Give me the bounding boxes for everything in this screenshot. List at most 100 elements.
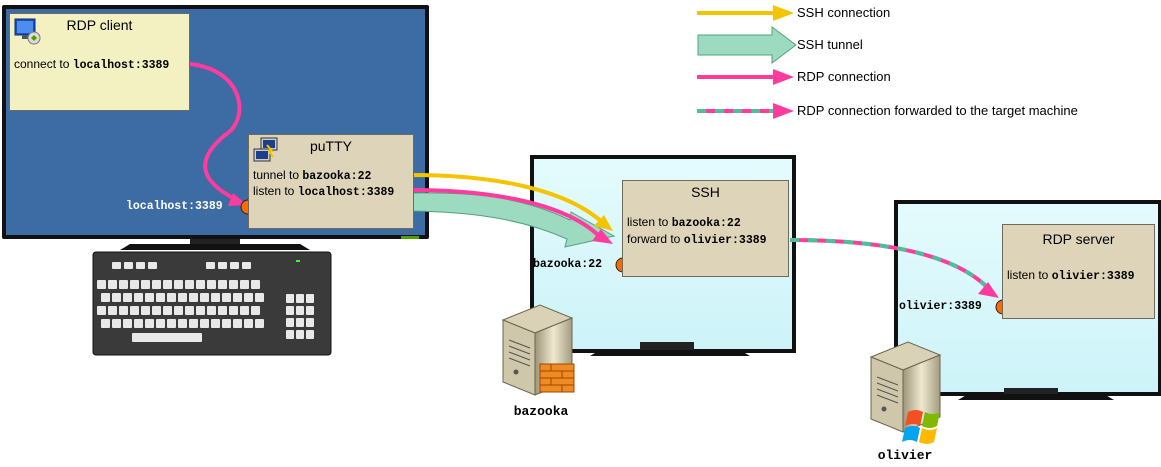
keyboard-key <box>178 293 187 302</box>
keyboard-key <box>156 319 165 328</box>
keyboard-key <box>145 319 154 328</box>
putty-icon <box>253 137 278 162</box>
keyboard-key <box>119 306 128 315</box>
rdp-forwarded-arrow <box>789 238 999 298</box>
keyboard-key <box>306 330 314 339</box>
ssh-forward-target: olivier:3389 <box>683 234 767 247</box>
keyboard-key <box>152 306 161 315</box>
keyboard-key <box>185 280 194 289</box>
bazooka-server-icon <box>501 304 575 396</box>
keyboard-key <box>189 319 198 328</box>
keyboard-key <box>185 306 194 315</box>
keyboard-key <box>97 306 106 315</box>
rdp-client-title: RDP client <box>66 17 133 33</box>
keyboard-key <box>145 293 154 302</box>
ssh-listen-prefix: listen to <box>627 215 672 229</box>
legend-ssh-tunnel-label: SSH tunnel <box>797 37 863 52</box>
keyboard-key <box>141 280 150 289</box>
keyboard-key <box>286 306 294 315</box>
keyboard-key <box>163 306 172 315</box>
keyboard-key <box>218 262 227 269</box>
keyboard-key <box>306 306 314 315</box>
keyboard-key <box>112 319 121 328</box>
keyboard-key <box>286 318 294 327</box>
keyboard-key <box>163 280 172 289</box>
keyboard-key <box>97 280 106 289</box>
keyboard-key <box>101 319 110 328</box>
rdp-server-title: RDP server <box>1042 231 1115 247</box>
ssh-server-box: SSH listen to bazooka:22 forward to oliv… <box>622 180 789 277</box>
ssh-forward-line: forward to olivier:3389 <box>627 232 767 247</box>
keyboard-key <box>286 294 294 303</box>
keyboard-key <box>200 293 209 302</box>
keyboard-key <box>108 306 117 315</box>
legend-rdp-connection-label: RDP connection <box>797 69 891 84</box>
keyboard-key <box>240 306 249 315</box>
legend-ssh-connection-label: SSH connection <box>797 5 891 20</box>
keyboard-key <box>218 280 227 289</box>
bazooka-caption: bazooka <box>513 404 569 419</box>
keyboard-key <box>229 306 238 315</box>
keyboard-key <box>306 318 314 327</box>
ssh-listen-line: listen to bazooka:22 <box>627 215 741 230</box>
rdp-server-listen-prefix: listen to <box>1007 268 1052 282</box>
rdp-client-box: RDP client connect to localhost:3389 <box>9 13 190 111</box>
ssh-title: SSH <box>691 184 720 200</box>
keyboard-key <box>119 280 128 289</box>
keyboard-key <box>255 319 264 328</box>
keyboard-key <box>207 306 216 315</box>
connect-target: localhost:3389 <box>72 59 170 72</box>
putty-box: puTTY tunnel to bazooka:22 listen to loc… <box>248 134 414 229</box>
keyboard-key <box>207 280 216 289</box>
legend-ssh-connection-glyph <box>697 5 794 21</box>
keyboard-key <box>130 280 139 289</box>
keyboard-key <box>189 293 198 302</box>
keyboard-key <box>136 262 145 269</box>
windows-logo-icon <box>902 410 940 444</box>
keyboard-key <box>124 262 133 269</box>
keyboard-key <box>244 319 253 328</box>
keyboard-key <box>112 293 121 302</box>
keyboard-key <box>101 293 110 302</box>
ssh-listen-target: bazooka:22 <box>671 217 741 230</box>
keyboard-key <box>148 262 157 269</box>
keyboard-key <box>174 306 183 315</box>
connect-prefix: connect to <box>14 57 73 71</box>
keyboard-key <box>174 280 183 289</box>
olivier-caption: olivier <box>877 448 933 463</box>
keyboard-icon <box>92 251 332 356</box>
keyboard-key <box>296 306 304 315</box>
keyboard-key <box>255 293 264 302</box>
tunnel-prefix: tunnel to <box>253 168 303 182</box>
ssh-connection-arrow <box>411 173 613 231</box>
localhost-port-label: localhost:3389 <box>126 200 223 213</box>
keyboard-key <box>251 280 260 289</box>
keyboard-key <box>134 319 143 328</box>
keyboard-key <box>251 306 260 315</box>
keyboard-key <box>306 294 314 303</box>
keyboard-key <box>229 280 238 289</box>
putty-title: puTTY <box>309 138 352 154</box>
keyboard-key <box>178 319 187 328</box>
keyboard-key <box>152 280 161 289</box>
putty-listen-line: listen to localhost:3389 <box>253 184 394 199</box>
putty-listen-prefix: listen to <box>253 184 298 198</box>
rdp-server-listen-line: listen to olivier:3389 <box>1007 268 1135 283</box>
legend-rdp-forwarded-glyph <box>697 103 794 119</box>
keyboard-key <box>296 330 304 339</box>
legend-rdp-connection-glyph <box>697 69 794 85</box>
keyboard-key <box>196 306 205 315</box>
rdp-client-icon <box>14 18 41 45</box>
keyboard-key <box>230 262 239 269</box>
keyboard-key <box>112 262 121 269</box>
putty-tunnel-line: tunnel to bazooka:22 <box>253 168 371 183</box>
keyboard-key <box>123 319 132 328</box>
keyboard-key <box>123 293 132 302</box>
keyboard-key <box>156 293 165 302</box>
keyboard-key <box>242 262 251 269</box>
keyboard-key <box>244 293 253 302</box>
tunnel-target: bazooka:22 <box>302 170 372 183</box>
olivier-port-label: olivier:3389 <box>899 300 982 313</box>
bazooka-port-label: bazooka:22 <box>533 258 603 271</box>
legend-rdp-forwarded-label: RDP connection forwarded to the target m… <box>797 103 1078 118</box>
